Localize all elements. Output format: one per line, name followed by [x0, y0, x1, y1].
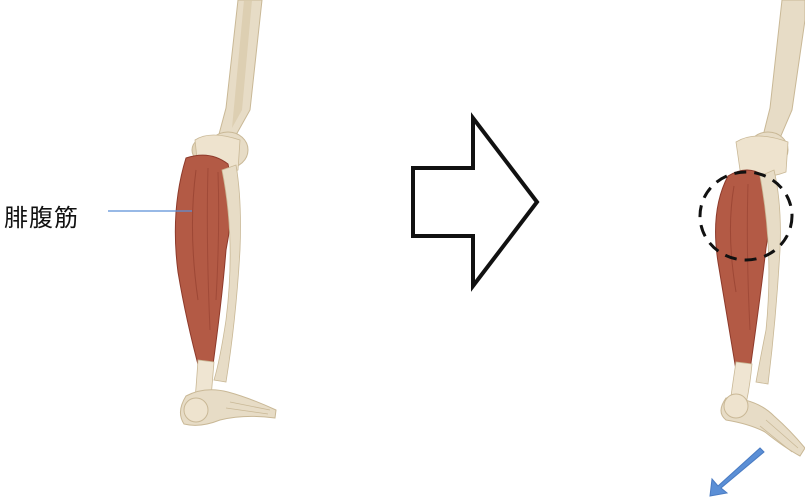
- leg-after-illustration: [560, 0, 805, 500]
- gastrocnemius-label: 腓腹筋: [4, 198, 79, 233]
- downward-pointer-arrow-icon: [710, 448, 764, 496]
- foot-bones-plantarflexed: [721, 394, 805, 456]
- foot-bones: [180, 390, 276, 426]
- femur: [762, 0, 805, 140]
- gastrocnemius-muscle-contracted: [716, 170, 770, 370]
- transition-arrow-icon: [405, 110, 545, 295]
- femur: [218, 0, 262, 138]
